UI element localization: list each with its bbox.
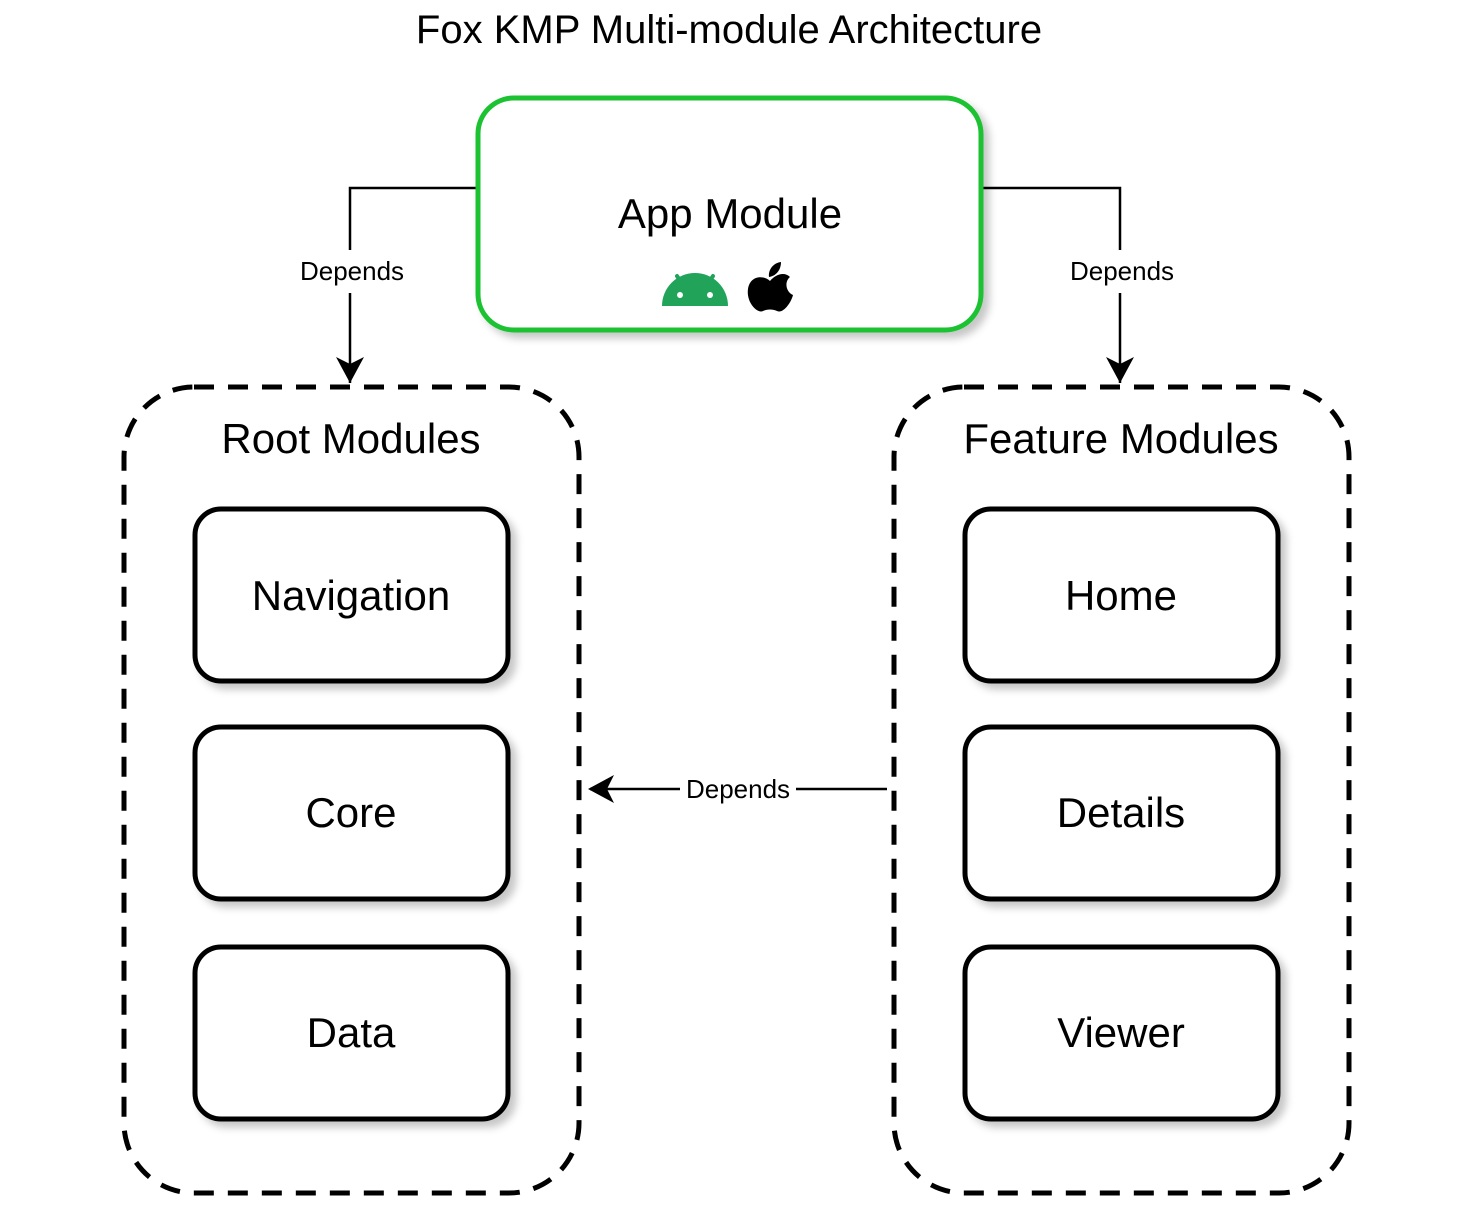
edge-app-to-feature: Depends: [982, 186, 1174, 383]
root-modules-label: Root Modules: [221, 415, 480, 462]
diagram-title: Fox KMP Multi-module Architecture: [416, 8, 1042, 52]
arrowhead-icon: [1106, 357, 1134, 383]
edge-feature-to-root: Depends: [588, 774, 887, 804]
android-icon: [662, 273, 728, 306]
app-module-box: [475, 95, 984, 333]
module-details: Details: [962, 724, 1281, 902]
app-module-node: App Module: [475, 95, 984, 333]
module-viewer: Viewer: [962, 944, 1281, 1122]
apple-icon: [747, 262, 793, 312]
edge-app-to-root: Depends: [300, 186, 477, 383]
module-box: [962, 506, 1281, 684]
module-box: [962, 944, 1281, 1122]
feature-modules-boundary: [891, 384, 1352, 1196]
module-home: Home: [962, 506, 1281, 684]
module-label: Core: [305, 789, 396, 836]
edge-line: [348, 186, 477, 250]
module-label: Data: [307, 1009, 396, 1056]
edge-line: [982, 186, 1122, 250]
feature-modules-group: Feature Modules Home Details Viewer: [891, 384, 1352, 1196]
module-label: Home: [1065, 572, 1177, 619]
module-box: [192, 944, 511, 1122]
module-data: Data: [192, 944, 511, 1122]
module-label: Viewer: [1057, 1009, 1185, 1056]
app-module-label: App Module: [618, 190, 842, 237]
root-modules-group: Root Modules Navigation Core Data: [121, 384, 582, 1196]
arrowhead-icon: [588, 775, 614, 803]
module-navigation: Navigation: [192, 506, 511, 684]
module-label: Details: [1057, 789, 1185, 836]
module-label: Navigation: [252, 572, 450, 619]
arrowhead-icon: [336, 357, 364, 383]
root-modules-boundary: [121, 384, 582, 1196]
feature-modules-label: Feature Modules: [963, 415, 1278, 462]
edge-label: Depends: [1070, 256, 1174, 286]
module-core: Core: [192, 724, 511, 902]
module-box: [192, 724, 511, 902]
module-box: [192, 506, 511, 684]
module-box: [962, 724, 1281, 902]
edge-label: Depends: [686, 774, 790, 804]
edge-label: Depends: [300, 256, 404, 286]
